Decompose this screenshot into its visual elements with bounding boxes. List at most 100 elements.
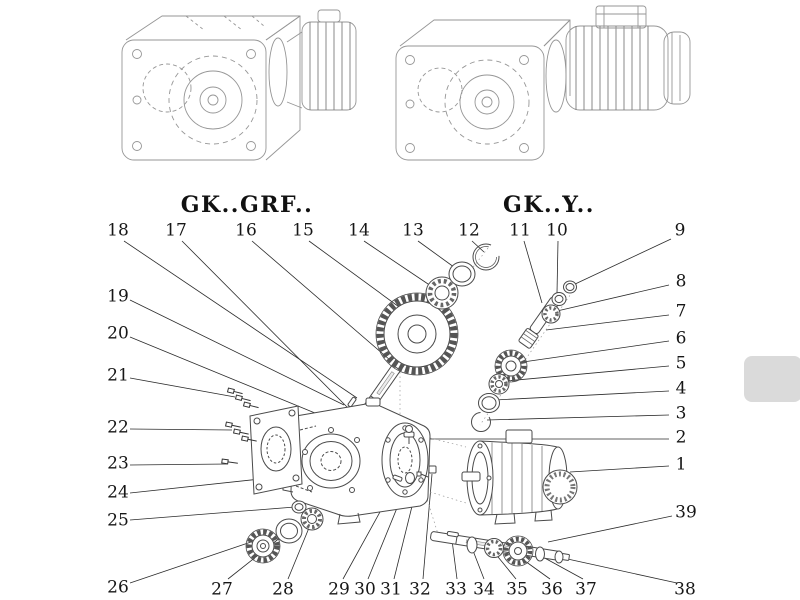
bearing-28 xyxy=(300,507,324,531)
leader-line-38 xyxy=(562,557,678,584)
part-number-28: 28 xyxy=(272,579,294,600)
part-number-24: 24 xyxy=(107,482,129,503)
leader-line-5 xyxy=(505,365,670,382)
leader-line-37 xyxy=(540,555,584,580)
drawing-gk-y xyxy=(395,5,691,161)
part-number-22: 22 xyxy=(107,417,129,438)
leader-line-36 xyxy=(517,555,551,580)
part-number-8: 8 xyxy=(675,271,687,292)
leader-line-33 xyxy=(451,539,458,580)
part-number-36: 36 xyxy=(541,579,563,600)
part-number-21: 21 xyxy=(107,365,129,386)
leader-line-32 xyxy=(422,473,433,580)
output-shaft-assembly xyxy=(430,530,570,567)
part-number-32: 32 xyxy=(409,579,431,600)
mounting-flange-plate-24 xyxy=(249,405,303,495)
leader-line-10 xyxy=(556,240,559,294)
part-number-39: 39 xyxy=(675,502,697,523)
bolt-31 xyxy=(416,471,429,478)
part-number-10: 10 xyxy=(546,220,568,241)
leader-line-17 xyxy=(181,240,353,413)
part-number-37: 37 xyxy=(575,579,597,600)
bolt-23 xyxy=(221,458,238,465)
gear-6 xyxy=(494,349,528,383)
part-number-29: 29 xyxy=(328,579,350,600)
part-number-13: 13 xyxy=(402,220,424,241)
leader-line-22 xyxy=(129,428,233,431)
part-number-5: 5 xyxy=(675,353,687,374)
part-number-9: 9 xyxy=(674,220,686,241)
leader-line-7 xyxy=(545,314,670,331)
washer-34 xyxy=(466,536,478,554)
oil-seal-27 xyxy=(275,518,303,544)
leader-line-27 xyxy=(227,532,287,580)
part-number-3: 3 xyxy=(675,403,687,424)
part-number-14: 14 xyxy=(348,220,370,241)
part-number-23: 23 xyxy=(107,453,129,474)
leader-line-39 xyxy=(547,515,673,543)
part-number-27: 27 xyxy=(211,579,233,600)
key-29 xyxy=(392,474,403,482)
vent-plug-2 xyxy=(403,425,415,444)
leader-line-25 xyxy=(129,506,296,521)
leader-line-19 xyxy=(129,299,345,406)
bolt-set-21 xyxy=(226,387,259,409)
leader-line-18 xyxy=(123,240,358,399)
part-number-31: 31 xyxy=(380,579,402,600)
ring-10 xyxy=(551,292,567,306)
leader-line-4 xyxy=(494,390,670,401)
part-number-33: 33 xyxy=(445,579,467,600)
washer-37 xyxy=(535,546,545,562)
motor-1 xyxy=(461,429,578,525)
bearing-5 xyxy=(488,373,510,395)
leader-line-8 xyxy=(556,284,670,312)
part-number-4: 4 xyxy=(675,378,687,399)
gearbox-housing xyxy=(282,397,431,525)
drawing-gk-grf xyxy=(121,9,357,161)
bearing-8 xyxy=(541,304,561,324)
large-gear-15 xyxy=(375,292,459,376)
leader-line-16 xyxy=(251,240,391,361)
leader-line-14 xyxy=(363,240,435,289)
part-number-17: 17 xyxy=(165,220,187,241)
washer-30 xyxy=(405,472,415,484)
leader-line-9 xyxy=(572,238,672,286)
title-gk-grf: GK..GRF.. xyxy=(180,192,314,218)
title-gk-y: GK..Y.. xyxy=(503,192,595,218)
part-number-25: 25 xyxy=(107,510,129,531)
snap-ring-12 xyxy=(472,243,500,271)
part-number-18: 18 xyxy=(107,220,129,241)
gear-36 xyxy=(502,535,534,567)
ring-9 xyxy=(563,280,577,294)
part-number-35: 35 xyxy=(506,579,528,600)
seal-ring-13 xyxy=(448,261,476,287)
snap-ring-3 xyxy=(471,412,491,432)
watermark-blob xyxy=(744,356,800,402)
bolt-set-22 xyxy=(224,421,257,442)
leader-line-21 xyxy=(129,377,236,398)
leader-line-24 xyxy=(129,478,261,494)
leader-line-6 xyxy=(522,340,670,363)
leader-line-1 xyxy=(569,465,670,473)
part-number-26: 26 xyxy=(107,577,129,598)
leader-line-28 xyxy=(287,522,312,580)
part-number-19: 19 xyxy=(107,286,129,307)
part-number-38: 38 xyxy=(674,579,696,600)
part-number-6: 6 xyxy=(675,328,687,349)
seal-ring-25 xyxy=(291,500,307,514)
part-number-1: 1 xyxy=(675,454,687,475)
leader-lines-layer xyxy=(123,238,678,584)
part-number-30: 30 xyxy=(354,579,376,600)
shaft-key-19 xyxy=(347,396,357,408)
leader-line-13 xyxy=(417,240,459,271)
leader-line-15 xyxy=(308,240,407,313)
bearing-35 xyxy=(484,538,504,558)
gear-26 xyxy=(245,528,281,564)
exploded-parts xyxy=(221,243,578,567)
fastener-set-29-32 xyxy=(392,465,437,484)
part-number-15: 15 xyxy=(292,220,314,241)
part-number-20: 20 xyxy=(107,323,129,344)
bearing-14 xyxy=(425,276,459,310)
